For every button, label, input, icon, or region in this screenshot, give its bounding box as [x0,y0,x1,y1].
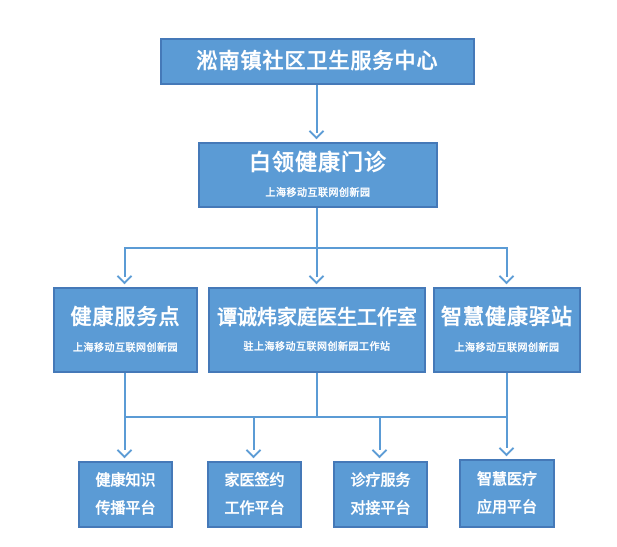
connector-drop-middle [316,247,318,277]
node-family-doctor-contract-platform: 家医签约 工作平台 [207,461,302,528]
connector-drop-right [506,247,508,277]
connector-stem-right [506,373,508,418]
node-subtitle: 上海移动互联网创新园 [73,342,178,354]
node-health-service-point: 健康服务点 上海移动互联网创新园 [53,287,198,373]
node-title-line1: 智慧医疗 [476,470,537,488]
node-title: 智慧健康驿站 [441,306,573,330]
node-title: 谭诚炜家庭医生工作室 [217,307,417,329]
node-title-line2: 工作平台 [224,499,285,517]
node-title-line2: 对接平台 [350,499,411,517]
node-health-service-center: 淞南镇社区卫生服务中心 [160,38,475,85]
node-subtitle: 驻上海移动互联网创新园工作站 [243,342,391,353]
node-title: 淞南镇社区卫生服务中心 [196,49,439,73]
arrowhead-down-icon [498,440,515,457]
node-white-collar-clinic: 白领健康门诊 上海移动互联网创新园 [198,142,438,208]
arrowhead-down-icon [308,123,325,140]
arrowhead-down-icon [308,268,325,285]
node-title-line1: 健康知识 [95,471,156,489]
arrowhead-down-icon [116,442,133,459]
node-title-line1: 家医签约 [224,471,285,489]
connector-root-clinic [316,85,318,133]
connector-drop-left [124,247,126,277]
node-family-doctor-studio: 谭诚炜家庭医生工作室 驻上海移动互联网创新园工作站 [208,287,426,373]
node-smart-health-station: 智慧健康驿站 上海移动互联网创新园 [433,287,581,373]
node-title-line2: 传播平台 [95,499,156,517]
node-title: 白领健康门诊 [248,149,387,175]
connector-stem-left [124,373,126,418]
node-title-line1: 诊疗服务 [350,471,411,489]
node-diagnosis-service-platform: 诊疗服务 对接平台 [333,461,428,528]
connector-drop-platform-4 [506,416,508,448]
connector-drop-platform-2 [253,416,255,450]
node-smart-medical-application-platform: 智慧医疗 应用平台 [459,459,555,528]
node-subtitle: 上海移动互联网创新园 [265,188,371,200]
arrowhead-down-icon [245,442,262,459]
connector-drop-platform-1 [124,416,126,450]
arrowhead-down-icon [371,442,388,459]
arrowhead-down-icon [498,268,515,285]
connector-clinic-stem [316,208,318,249]
node-health-knowledge-platform: 健康知识 传播平台 [78,461,173,528]
connector-platform-bus [124,416,508,418]
node-title: 健康服务点 [70,306,181,330]
connector-drop-platform-3 [379,416,381,450]
node-subtitle: 上海移动互联网创新园 [454,342,560,354]
node-title-line2: 应用平台 [476,498,537,516]
arrowhead-down-icon [116,268,133,285]
connector-stem-middle [316,373,318,418]
